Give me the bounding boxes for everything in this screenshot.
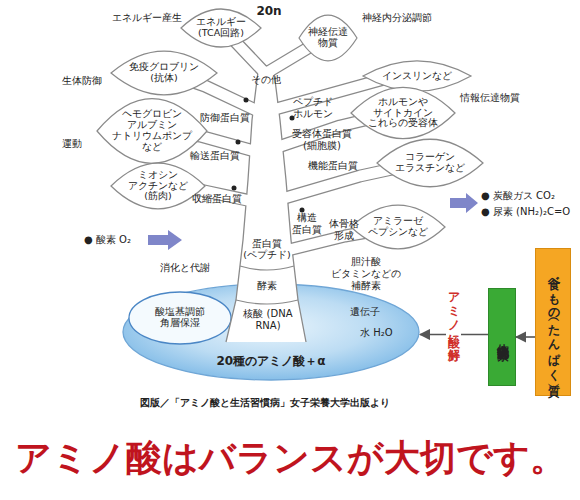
bullet-dot xyxy=(244,98,249,103)
ellipse-shape xyxy=(129,292,231,344)
tree-label: 構造 蛋白質 xyxy=(290,212,324,236)
tree-label: 機能蛋白質 xyxy=(308,160,364,172)
bullet-dot xyxy=(300,208,305,213)
tree-label: 輸送蛋白質 xyxy=(190,150,246,162)
tree-label: ● 炭酸ガス CO₂ xyxy=(481,190,579,202)
leaf-node: コラーゲン エラスチンなど xyxy=(376,138,484,188)
inner-ellipse: 酸塩基調節 角層保湿 xyxy=(128,291,232,345)
exhaust-arrow xyxy=(450,193,478,213)
leaf-shape xyxy=(181,9,261,47)
node-text: 食べもの（たんぱく質） xyxy=(546,268,560,377)
leaf-node: 免疫グロブリン (抗体) xyxy=(110,50,218,96)
tree-label: 運動 xyxy=(62,138,92,150)
tree-label: エネルギー産生 xyxy=(112,12,192,24)
bullet-dot xyxy=(232,186,237,191)
pool-ellipse: 20種のアミノ酸＋α 酸塩基調節 角層保湿 xyxy=(122,283,420,381)
node-text: 体内消化酵素 xyxy=(495,334,509,340)
leaf-shape xyxy=(351,87,455,138)
leaf-shape xyxy=(97,99,207,164)
leaf-shape xyxy=(299,15,357,61)
tree-label: 収縮蛋白質 xyxy=(192,193,248,205)
leaf-shape xyxy=(377,139,483,187)
oxygen-arrow xyxy=(148,230,182,250)
tree-label: 蛋白質 (ペプチド) xyxy=(240,238,294,261)
leaf-node: インスリンなど xyxy=(362,60,472,92)
node-text: コラーゲン エラスチンなど xyxy=(386,152,474,174)
leaf-shape xyxy=(111,163,205,209)
tree-label: 防御蛋白質 xyxy=(200,112,260,124)
tree-label: 神経内分泌調節 xyxy=(362,12,452,24)
ellipse-shape xyxy=(123,284,419,380)
tree-label: ● 尿素 (NH₂)₂C=O xyxy=(481,206,579,218)
tree-label: その他 xyxy=(246,74,286,86)
node-text: インスリンなど xyxy=(382,71,452,82)
leaf-shape xyxy=(363,61,471,91)
node-text: ヘモグロビン アルブミン ナトリウムポンプ など xyxy=(106,109,198,153)
tree-label: ● 酸素 O₂ xyxy=(84,234,146,246)
leaf-node: ヘモグロビン アルブミン ナトリウムポンプ など xyxy=(96,97,208,165)
bullet-dot xyxy=(290,116,295,121)
bullet-dot xyxy=(236,140,241,145)
leaf-node: ミオシン アクチンなど (筋肉) xyxy=(110,162,206,210)
tree-label: 受容体蛋白質 (細胞膜) xyxy=(286,128,358,152)
tree-label: 20n xyxy=(254,4,284,18)
node-text: ミオシン アクチンなど (筋肉) xyxy=(118,170,198,203)
node-text: 酸塩基調節 角層保湿 xyxy=(140,307,220,329)
food-box: 食べもの（たんぱく質） xyxy=(535,248,571,396)
trunk-divider xyxy=(240,266,294,270)
leaf-node: 神経伝達 物質 xyxy=(298,14,358,62)
leaf-node: アミラーゼ ペプシンなど xyxy=(350,204,446,250)
flow-arrow xyxy=(516,336,535,338)
node-text: 20種のアミノ酸＋α xyxy=(217,355,326,369)
tree-label: 情報伝達物質 xyxy=(460,92,530,104)
node-text: アミラーゼ ペプシンなど xyxy=(358,216,438,238)
leaf-node: ホルモンや サイトカイン これらの受容体 xyxy=(350,86,456,140)
node-text: 神経伝達 物質 xyxy=(303,27,353,49)
tree-label: 生体防御 xyxy=(62,75,108,87)
tree-label: ペプチド ホルモン xyxy=(290,96,336,120)
enzyme-box: 体内消化酵素 xyxy=(488,288,516,386)
figure-credit: 図版／「アミノ酸と生活習慣病」女子栄養大学出版より xyxy=(140,396,390,410)
node-text: エネルギー (TCA回路) xyxy=(185,17,257,39)
headline: アミノ酸はバランスが大切です。 xyxy=(0,434,580,483)
node-text: ホルモンや サイトカイン これらの受容体 xyxy=(360,97,446,130)
leaf-shape xyxy=(111,51,217,95)
leaf-shape xyxy=(351,205,445,249)
leaf-node: エネルギー (TCA回路) xyxy=(180,8,262,48)
tree-label: 胆汁酸 ビタミンなどの 補酵素 xyxy=(326,256,406,292)
tree-label: 消化と代謝 xyxy=(160,262,220,274)
node-text: 免疫グロブリン (抗体) xyxy=(119,62,209,84)
edge-label: アミノ酸に分解 xyxy=(446,282,461,342)
